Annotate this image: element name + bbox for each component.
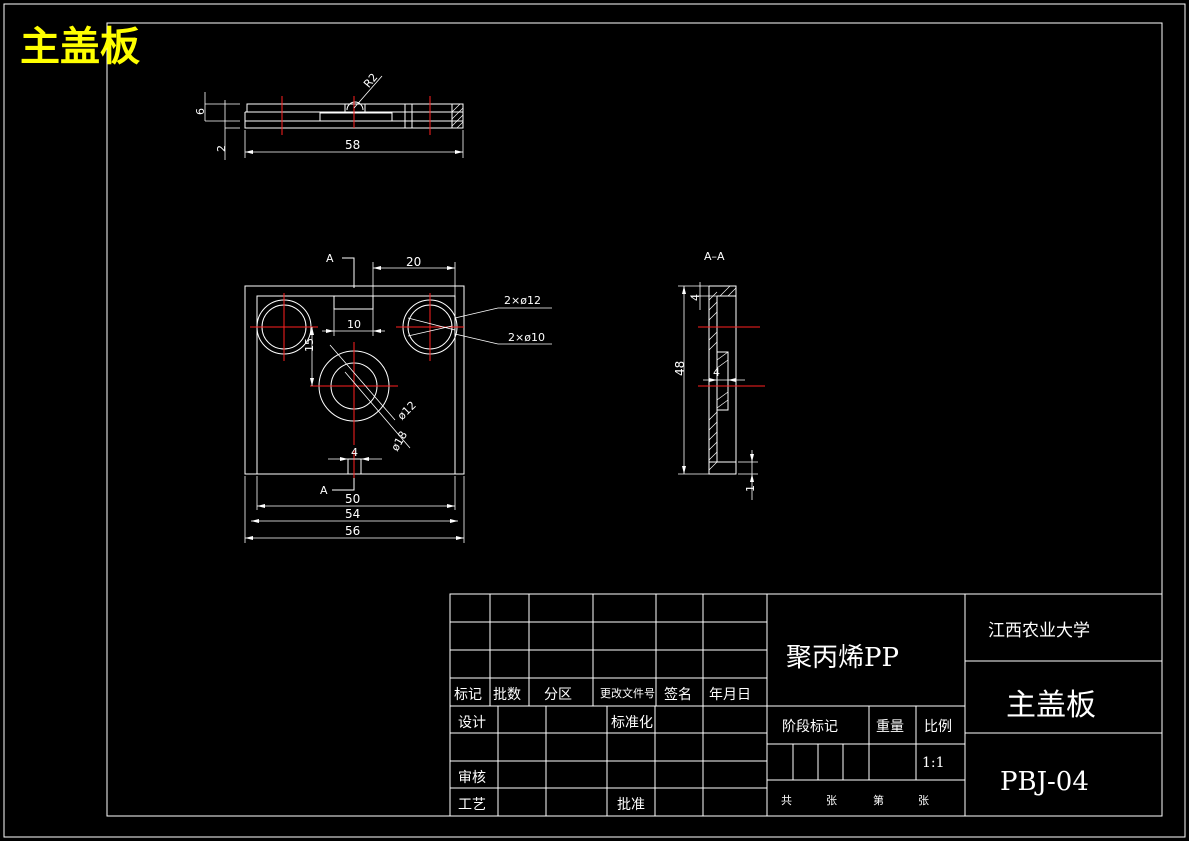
radius-label: R2 (361, 71, 380, 91)
row-design: 设计 (458, 715, 486, 731)
dim-center-15: 15 (303, 338, 316, 352)
front-view: A A 20 10 15 4 50 (244, 252, 552, 543)
row-process: 工艺 (458, 797, 486, 813)
header-signature: 签名 (664, 686, 692, 703)
header-mark: 标记 (454, 687, 482, 703)
dim-middle-54: 54 (345, 507, 360, 521)
dim-section-mid-4: 4 (713, 366, 720, 379)
header-change-doc: 更改文件号 (600, 686, 655, 700)
row-standard: 标准化 (611, 715, 653, 731)
title-block: 标记 批数 分区 更改文件号 签名 年月日 设计 标准化 审核 工艺 批准 聚丙… (449, 593, 1163, 817)
dim-length-58: 58 (345, 138, 360, 152)
dim-slot-10: 10 (347, 318, 361, 331)
section-label-bottom: A (320, 484, 328, 497)
sheets-label: 张 (826, 794, 837, 807)
section-view: A–A (673, 250, 765, 500)
material: 聚丙烯PP (786, 643, 899, 673)
row-review: 审核 (458, 770, 486, 786)
dim-section-bottom-1: 1 (744, 485, 757, 492)
ratio: 比例 (924, 719, 952, 735)
top-view: R2 6 2 58 (194, 71, 464, 160)
header-batch: 批数 (493, 687, 521, 703)
part-name: 主盖板 (1006, 688, 1096, 723)
weight: 重量 (876, 719, 904, 735)
section-title: A–A (704, 250, 725, 263)
outer-border (3, 3, 1186, 838)
total-label: 共 (781, 794, 792, 807)
dim-hole-offset-20: 20 (406, 255, 421, 269)
row-approve: 批准 (617, 797, 645, 813)
section-label-top: A (326, 252, 334, 265)
label-holes-10: 2×ø10 (508, 331, 545, 344)
dim-height-6: 6 (194, 108, 207, 115)
dim-outer-56: 56 (345, 524, 360, 538)
dim-section-height-48: 48 (673, 361, 687, 376)
label-inner-dia: ø12 (395, 399, 419, 423)
sheet-label: 张 (918, 794, 929, 807)
page-label: 第 (873, 793, 884, 807)
school-name: 江西农业大学 (988, 621, 1090, 641)
label-outer-dia: ø18 (389, 429, 411, 453)
label-holes-12: 2×ø12 (504, 294, 541, 307)
header-date: 年月日 (709, 687, 751, 703)
dim-inner-50: 50 (345, 492, 360, 506)
dim-small-slot-4: 4 (351, 446, 358, 459)
stage-mark: 阶段标记 (782, 719, 838, 735)
ratio-value: 1:1 (922, 755, 945, 771)
dim-step-2: 2 (215, 145, 228, 152)
drawing-number: PBJ-04 (1000, 767, 1089, 797)
header-zone: 分区 (544, 687, 572, 703)
sheet-title: 主盖板 (20, 23, 140, 70)
dim-section-top-4: 4 (689, 294, 702, 301)
